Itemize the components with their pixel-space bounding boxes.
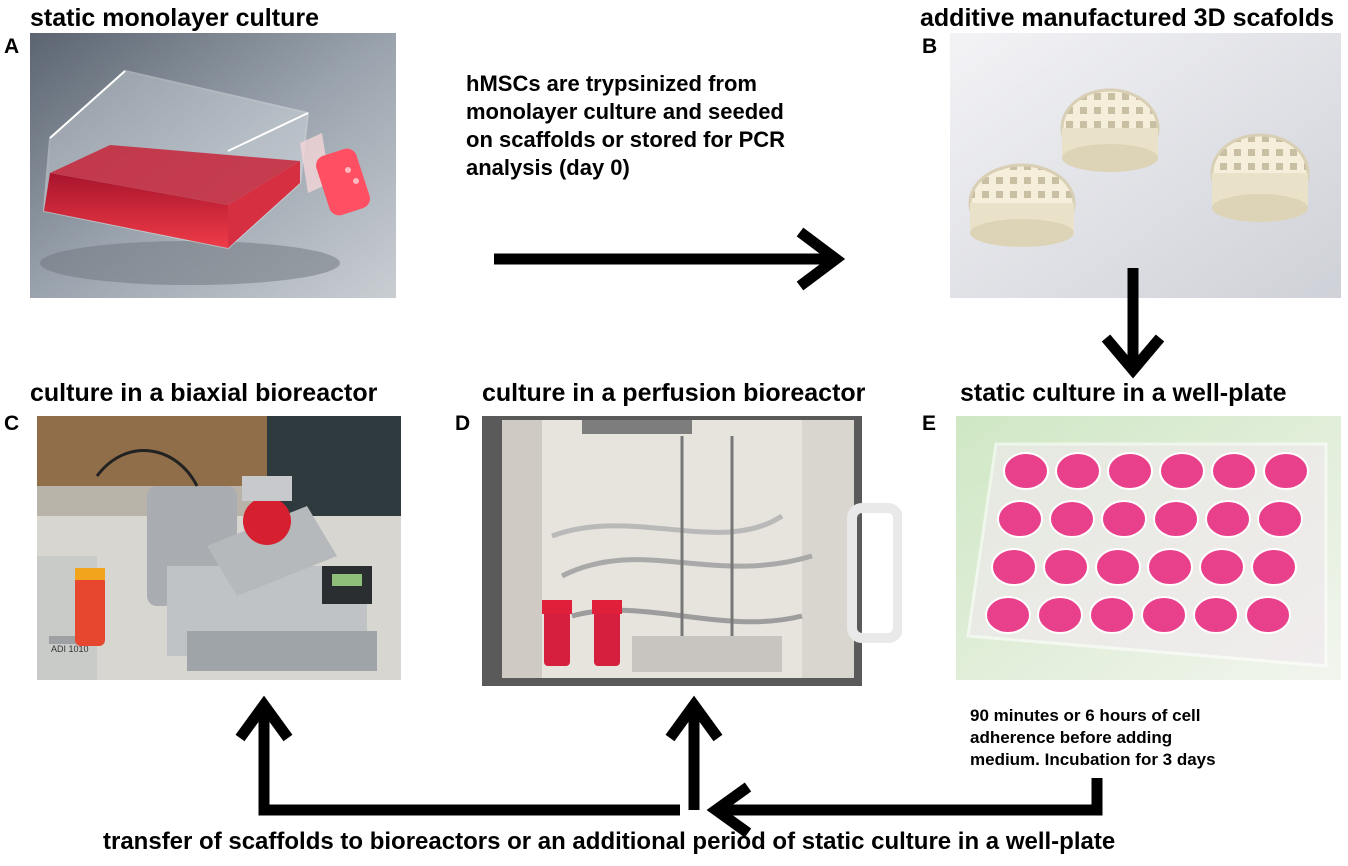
panel-a-letter: A <box>4 35 20 58</box>
adherence-note-line: medium. Incubation for 3 days <box>970 750 1216 769</box>
seeding-note: hMSCs are trypsinized from monolayer cul… <box>466 70 785 182</box>
well <box>1251 548 1297 586</box>
panel-e-letter: E <box>922 412 937 435</box>
adherence-note-line: adherence before adding <box>970 728 1173 747</box>
well <box>1043 548 1089 586</box>
well <box>1089 596 1135 634</box>
bottom-caption: transfer of scaffolds to bioreactors or … <box>103 828 1116 855</box>
well <box>985 596 1031 634</box>
well <box>1147 548 1193 586</box>
well <box>1095 548 1141 586</box>
well <box>1211 452 1257 490</box>
panel-e-well-plate-photo <box>956 416 1341 680</box>
well <box>997 500 1043 538</box>
well <box>1037 596 1083 634</box>
seeding-note-line: analysis (day 0) <box>466 155 630 180</box>
well <box>1101 500 1147 538</box>
panel-a-flask-photo <box>30 33 396 298</box>
seeding-note-line: monolayer culture and seeded <box>466 99 784 124</box>
well <box>1193 596 1239 634</box>
panel-d-letter: D <box>455 412 471 435</box>
well <box>1257 500 1303 538</box>
panel-d-title: culture in a perfusion bioreactor <box>482 379 866 407</box>
device-label: ADI 1010 <box>51 644 89 654</box>
adherence-note-line: 90 minutes or 6 hours of cell <box>970 706 1201 725</box>
well <box>1199 548 1245 586</box>
panel-c-letter: C <box>4 412 20 435</box>
well <box>1245 596 1291 634</box>
well <box>1107 452 1153 490</box>
panel-a-title: static monolayer culture <box>30 4 319 32</box>
panel-b-scaffolds-photo <box>950 33 1341 298</box>
panel-b-letter: B <box>922 35 938 58</box>
panel-d-perfusion-bioreactor-photo <box>482 416 902 686</box>
well <box>1205 500 1251 538</box>
well <box>1055 452 1101 490</box>
panel-e-title: static culture in a well-plate <box>960 379 1287 407</box>
seeding-note-line: hMSCs are trypsinized from <box>466 71 757 96</box>
seeding-note-line: on scaffolds or stored for PCR <box>466 127 786 152</box>
well <box>1159 452 1205 490</box>
well <box>1153 500 1199 538</box>
panel-c-biaxial-bioreactor-photo: ADI 1010 <box>37 416 401 680</box>
well <box>991 548 1037 586</box>
panel-c-title: culture in a biaxial bioreactor <box>30 379 378 407</box>
panel-b-title: additive manufactured 3D scafolds <box>920 4 1335 32</box>
well <box>1141 596 1187 634</box>
adherence-note: 90 minutes or 6 hours of cell adherence … <box>970 705 1216 771</box>
well <box>1049 500 1095 538</box>
well <box>1263 452 1309 490</box>
well <box>1003 452 1049 490</box>
